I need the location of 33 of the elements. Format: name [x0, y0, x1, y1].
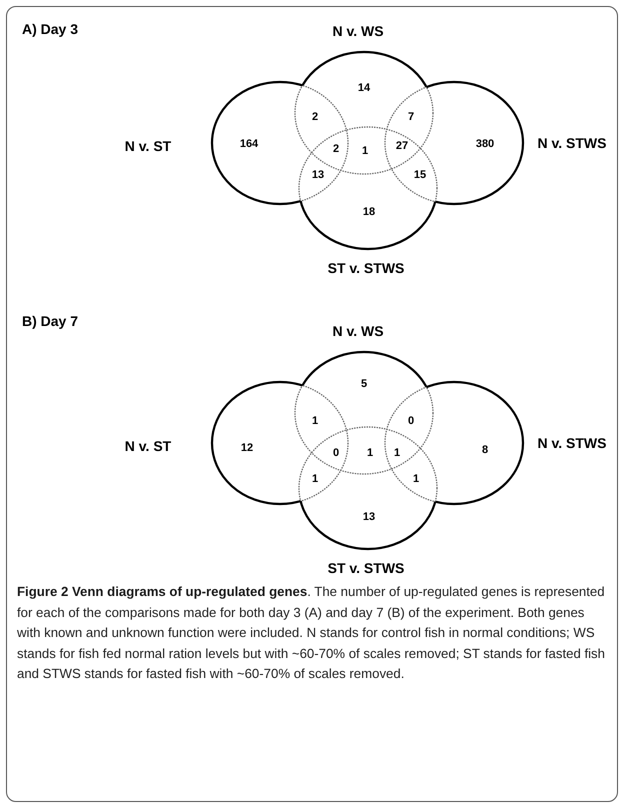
count-label: 15 — [414, 169, 426, 181]
set-label: N v. STWS — [538, 435, 606, 451]
figure-caption: Figure 2 Venn diagrams of up-regulated genes. The number of up-regulated genes is represented for each of the comparisons made for both day 3 (A) and day 7 (B) of the experiment. Both genes with known and unknown function were included. N stands for control fish in normal conditions; WS stands for fish fed normal ration levels but with ~60-70% of scales removed; ST stands for fasted fish and STWS stands for fasted fish with ~60-70% of scales removed. — [17, 583, 606, 683]
count-label: 13 — [312, 169, 324, 181]
panel-heading: A) Day 3 — [22, 21, 78, 37]
count-label: 1 — [312, 415, 318, 427]
set-label: ST v. STWS — [328, 260, 404, 276]
count-label: 0 — [408, 415, 414, 427]
count-label: 13 — [362, 511, 376, 523]
set-label: N v. ST — [124, 138, 172, 154]
count-label: 0 — [332, 447, 340, 459]
count-label: 2 — [312, 111, 318, 123]
count-label: 8 — [482, 444, 488, 456]
count-label: 380 — [476, 138, 494, 150]
count-label: 27 — [396, 140, 408, 152]
count-label: 12 — [240, 442, 254, 454]
count-label: 18 — [362, 206, 376, 218]
set-label: ST v. STWS — [328, 560, 404, 576]
count-label: 1 — [362, 145, 368, 157]
count-label: 1 — [366, 447, 374, 459]
count-label: 1 — [312, 473, 318, 485]
count-label: 2 — [332, 143, 340, 155]
set-label: N v. WS — [332, 23, 384, 39]
set-label: N v. STWS — [538, 135, 606, 151]
count-label: 14 — [358, 82, 370, 94]
panel-heading: B) Day 7 — [22, 313, 78, 329]
count-label: 164 — [240, 138, 258, 150]
count-label: 1 — [412, 473, 420, 485]
count-label: 7 — [408, 111, 414, 123]
count-label: 5 — [360, 378, 368, 390]
count-label: 1 — [394, 447, 400, 459]
set-label: N v. WS — [332, 323, 384, 339]
set-label: N v. ST — [124, 438, 172, 454]
